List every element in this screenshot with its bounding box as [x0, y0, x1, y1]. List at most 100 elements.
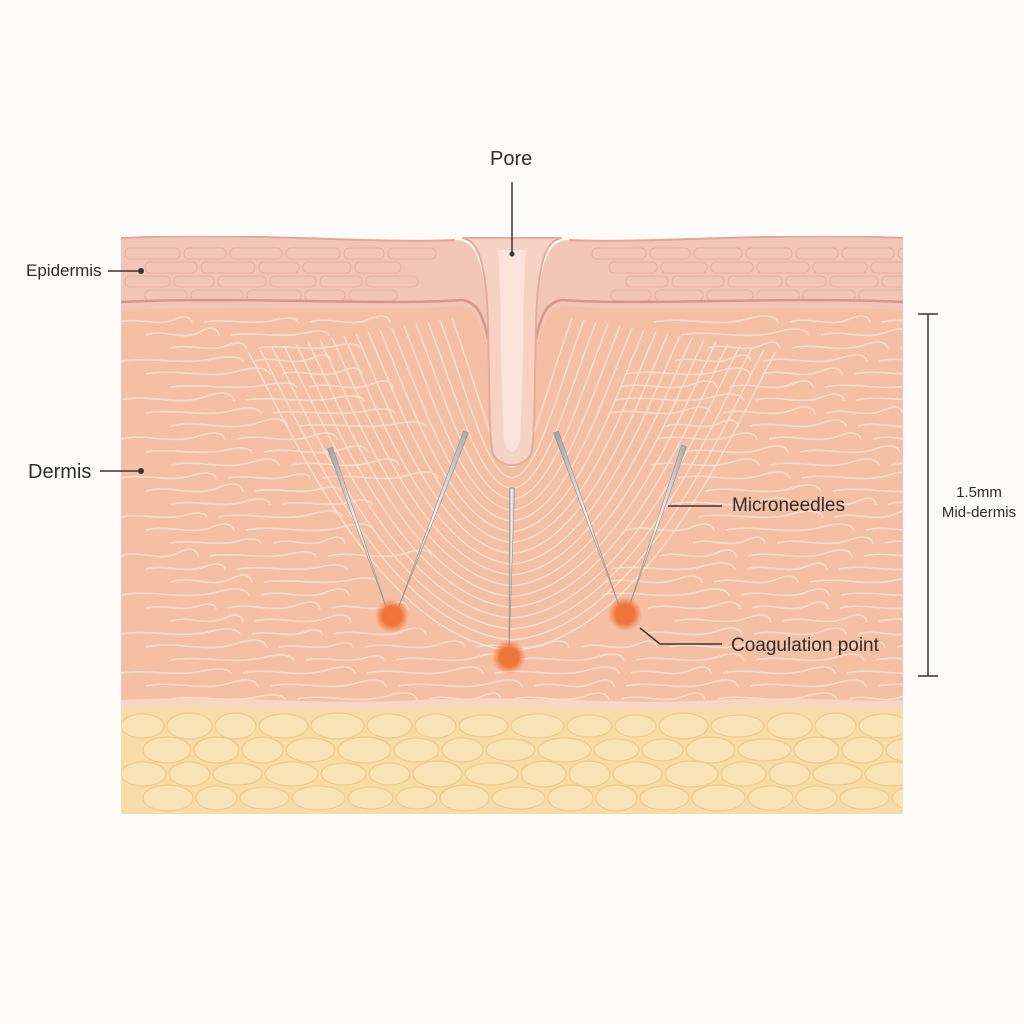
epidermis-cell — [660, 261, 708, 274]
dermis-fiber — [299, 421, 427, 428]
dermis-fiber — [853, 371, 903, 375]
dermis-fiber — [751, 601, 829, 610]
dermis-fiber — [704, 484, 822, 493]
dermis-fiber — [227, 601, 321, 610]
dermis-fiber — [625, 523, 715, 532]
dermis-fiber — [269, 679, 387, 688]
epidermis-cell — [354, 261, 402, 274]
dermis-fiber — [755, 393, 845, 402]
dermis-fiber — [728, 380, 814, 389]
dermis-fiber — [121, 548, 199, 558]
fat-cell — [393, 737, 440, 763]
fat-cell — [121, 713, 165, 739]
dermis-fiber — [170, 654, 295, 662]
pore-fiber — [271, 347, 753, 630]
epidermis-cell — [387, 247, 437, 260]
dermis-fiber — [692, 536, 766, 545]
coagulation-point — [615, 604, 635, 624]
dermis-fiber — [770, 458, 880, 467]
pore-dot — [509, 251, 515, 257]
dermis-fiber — [290, 458, 400, 467]
dermis-fiber — [899, 346, 903, 349]
dermis-fiber — [121, 432, 226, 441]
fat-cell — [310, 712, 365, 740]
fat-cell — [368, 762, 411, 786]
dermis-fiber — [605, 575, 703, 584]
dermis-fiber — [257, 343, 361, 350]
pore-fiber — [283, 345, 741, 619]
dermis-fiber — [580, 640, 658, 649]
fat-cell — [537, 737, 592, 763]
epidermis-cell — [229, 247, 283, 260]
microneedles — [327, 430, 687, 653]
fat-cell — [414, 713, 457, 739]
dermis-fiber — [801, 471, 903, 480]
dermis-fiber — [839, 605, 903, 610]
fat-cell — [566, 714, 613, 738]
microneedle — [627, 444, 687, 611]
fat-cell — [439, 784, 490, 812]
dermis-fiber — [677, 471, 791, 480]
fat-cell — [241, 736, 284, 764]
dermis-fiber — [366, 666, 484, 675]
dermis-fiber — [809, 577, 903, 584]
dermis-fiber — [671, 497, 793, 506]
coagulation-leader — [639, 627, 722, 645]
epidermis-cell — [881, 275, 903, 288]
coagulation-point — [382, 606, 402, 626]
dermis-fiber — [620, 380, 718, 389]
dermis-fiber — [884, 540, 903, 544]
pore-fiber — [307, 341, 717, 598]
dermis-label: Dermis — [28, 461, 92, 483]
dermis-fiber — [803, 497, 877, 506]
dermis-fiber — [674, 354, 752, 363]
fat-cell — [458, 714, 509, 738]
dermis-fiber — [227, 473, 311, 480]
dermis-fiber — [170, 614, 244, 623]
dermis-fiber — [121, 668, 232, 675]
epidermis-cell — [365, 275, 419, 288]
dermis-fiber — [145, 483, 244, 493]
microneedles-label: Microneedles — [732, 495, 845, 516]
dermis-fiber — [397, 679, 523, 688]
fat-cell — [195, 785, 238, 811]
dermis-fiber — [121, 472, 217, 480]
fat-cell — [639, 785, 690, 811]
pore-fiber — [331, 337, 693, 576]
dermis-fiber — [653, 315, 779, 324]
fat-cell — [710, 714, 765, 738]
dermis-fiber — [791, 341, 889, 350]
dermis-fiber — [263, 445, 369, 454]
dermis-fiber — [272, 536, 346, 545]
pore-fiber — [295, 343, 729, 609]
dermis-fiber — [236, 564, 348, 571]
epidermis-cell — [173, 275, 215, 288]
fat-cell — [264, 761, 319, 787]
dermis-fiber — [145, 603, 217, 610]
fat-cell — [839, 786, 890, 810]
dermis-fiber — [680, 328, 810, 337]
dermis-fiber — [722, 666, 836, 675]
fat-cell — [864, 761, 903, 787]
dermis-fiber — [145, 327, 220, 337]
dermis-fiber — [747, 549, 853, 558]
epidermis-cell — [608, 261, 658, 274]
dermis-fiber — [668, 640, 774, 649]
epidermis-cell — [343, 247, 385, 260]
dermis-fiber — [145, 407, 262, 415]
dermis-fiber — [713, 575, 799, 584]
epidermis-cell — [258, 261, 300, 274]
epidermis-cell — [319, 275, 363, 288]
fat-cell — [395, 786, 438, 810]
fat-cell — [366, 713, 413, 739]
fat-cell — [485, 738, 536, 762]
dermis-fiber — [170, 574, 253, 584]
fat-cell — [812, 762, 863, 786]
dermis-fiber — [776, 536, 874, 545]
pore-fiber — [439, 319, 585, 479]
dermis-fiber — [308, 380, 394, 389]
epidermis-cell — [124, 275, 171, 288]
dermis-fiber — [857, 631, 903, 636]
fat-cell — [166, 712, 213, 740]
